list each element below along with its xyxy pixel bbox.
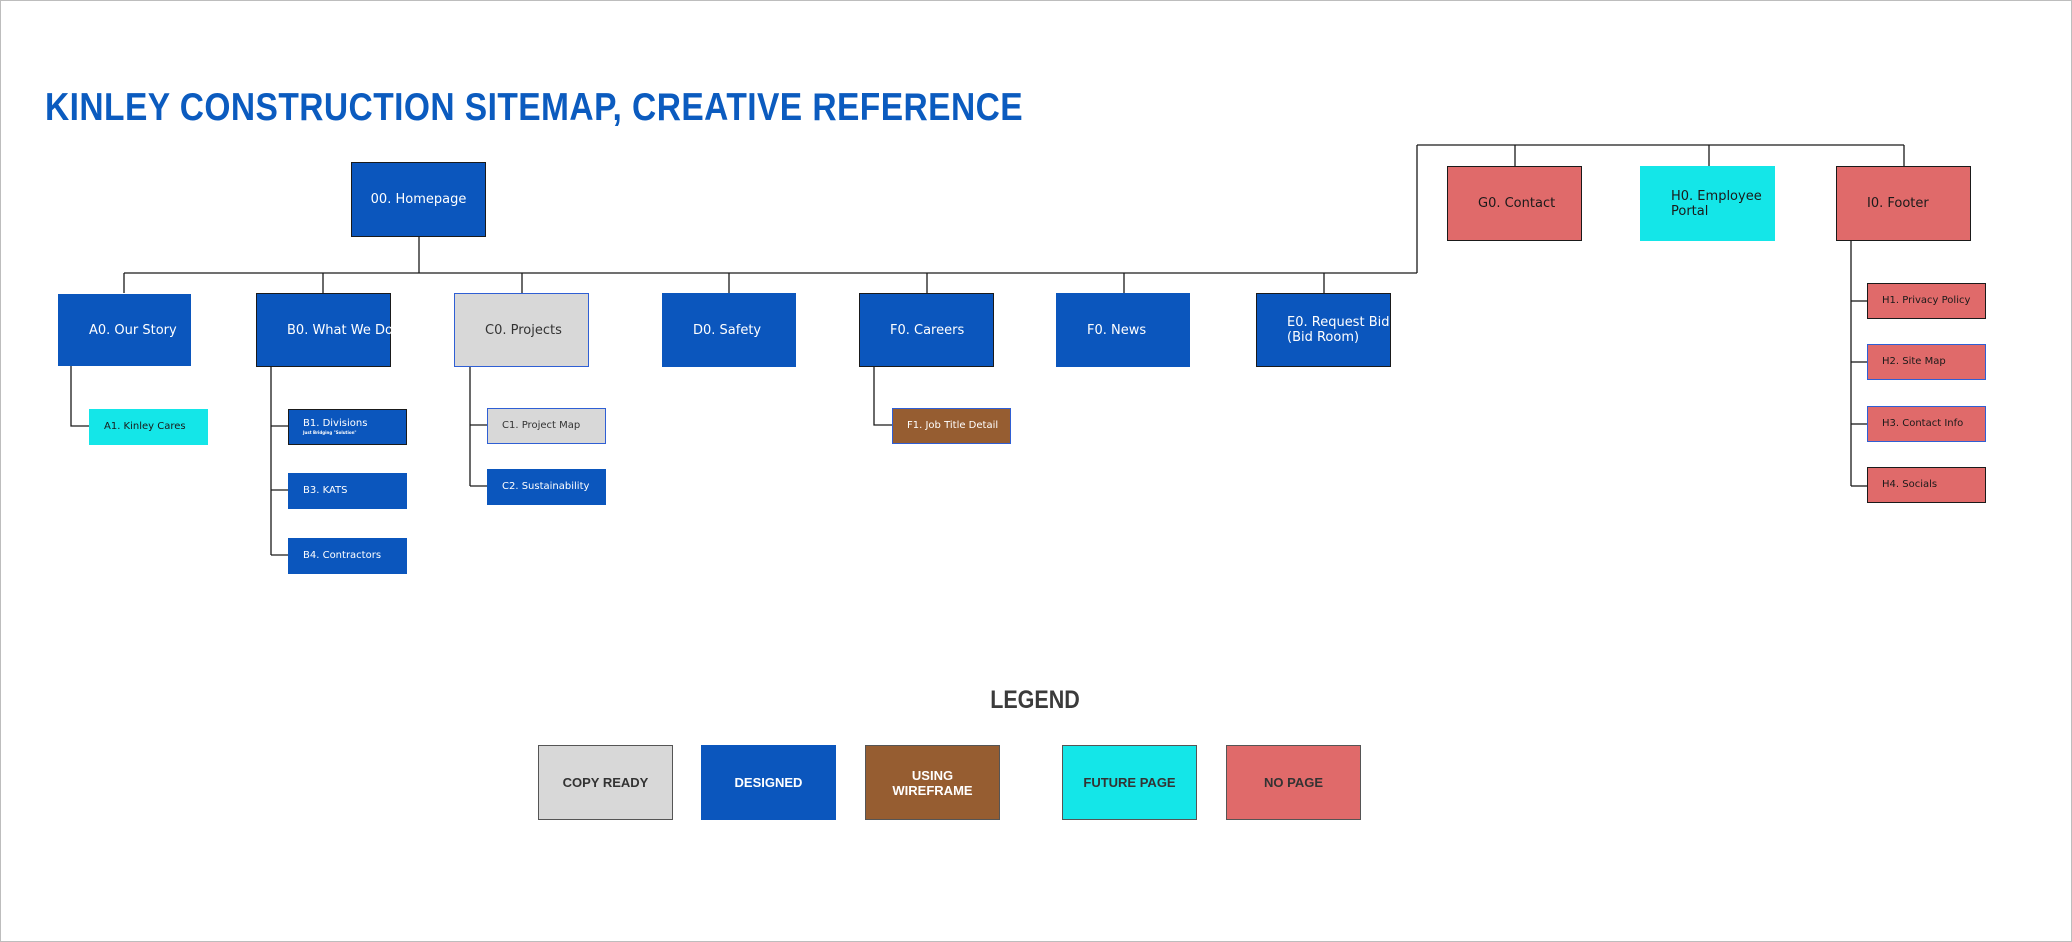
node-h0-employee-portal: H0. Employee Portal [1640,166,1775,241]
node-label: G0. Contact [1478,196,1556,211]
legend-using-wireframe: USING WIREFRAME [865,745,1000,820]
node-c2-sustainability: C2. Sustainability [487,469,606,505]
legend-heading: LEGEND [990,686,1080,714]
node-b1-divisions: B1. Divisions Just Bridging "Solution" [288,409,407,445]
node-h3-contact-info: H3. Contact Info [1867,406,1986,442]
node-e0-request-bid: E0. Request Bid (Bid Room) [1256,293,1391,367]
node-f0-careers: F0. Careers [859,293,994,367]
node-label: C0. Projects [485,322,562,338]
node-label: B3. KATS [303,485,348,496]
node-label: A0. Our Story [89,322,177,338]
legend-label: USING WIREFRAME [892,767,973,798]
node-label: H4. Socials [1882,479,1938,490]
node-label: H3. Contact Info [1882,418,1964,429]
node-label-line2: Portal [1671,203,1709,219]
legend-label: FUTURE PAGE [1083,775,1176,790]
legend-no-page: NO PAGE [1226,745,1361,820]
node-label: C1. Project Map [502,420,581,431]
node-label: A1. Kinley Cares [104,421,186,432]
node-label: I0. Footer [1867,196,1929,211]
node-label: H2. Site Map [1882,356,1946,367]
legend-future-page: FUTURE PAGE [1062,745,1197,820]
legend-designed: DESIGNED [701,745,836,820]
node-label: F0. Careers [890,322,965,338]
node-label: B1. Divisions [303,418,368,429]
legend-copy-ready: COPY READY [538,745,673,820]
legend-label: DESIGNED [734,775,803,790]
connector-a0-a1 [70,366,89,427]
node-a0-our-story: A0. Our Story [58,294,191,366]
node-i0-footer: I0. Footer [1836,166,1971,241]
node-label-line1: H0. Employee [1671,188,1762,204]
node-g0-contact: G0. Contact [1447,166,1582,241]
legend-label: NO PAGE [1264,775,1323,790]
node-label: B0. What We Do [287,322,393,338]
legend-label: COPY READY [562,775,649,790]
node-label: B4. Contractors [303,550,382,561]
node-label-line2: (Bid Room) [1287,330,1360,345]
node-b4-contractors: B4. Contractors [288,538,407,574]
node-c0-projects: C0. Projects [454,293,589,367]
node-label: H1. Privacy Policy [1882,295,1971,306]
node-h4-socials: H4. Socials [1867,467,1986,503]
node-d0-safety: D0. Safety [662,293,796,367]
node-homepage: 00. Homepage [351,162,486,237]
node-label: F0. News [1087,322,1147,338]
node-h2-site-map: H2. Site Map [1867,344,1986,380]
node-label: 00. Homepage [370,192,467,207]
node-note: Just Bridging "Solution" [303,430,357,435]
node-label-line1: E0. Request Bid [1287,315,1390,330]
node-f0-news: F0. News [1056,293,1190,367]
node-h1-privacy-policy: H1. Privacy Policy [1867,283,1986,319]
node-b0-what-we-do: B0. What We Do [256,293,393,367]
connector-f0-f1 [873,366,892,426]
page-title: KINLEY CONSTRUCTION SITEMAP, CREATIVE RE… [45,86,1024,129]
node-label: C2. Sustainability [502,481,590,492]
node-c1-project-map: C1. Project Map [487,408,606,444]
node-a1-kinley-cares: A1. Kinley Cares [89,409,208,445]
node-b3-kats: B3. KATS [288,473,407,509]
node-label: F1. Job Title Detail [907,420,999,431]
node-f1-job-title-detail: F1. Job Title Detail [892,408,1011,444]
node-label: D0. Safety [693,322,762,338]
